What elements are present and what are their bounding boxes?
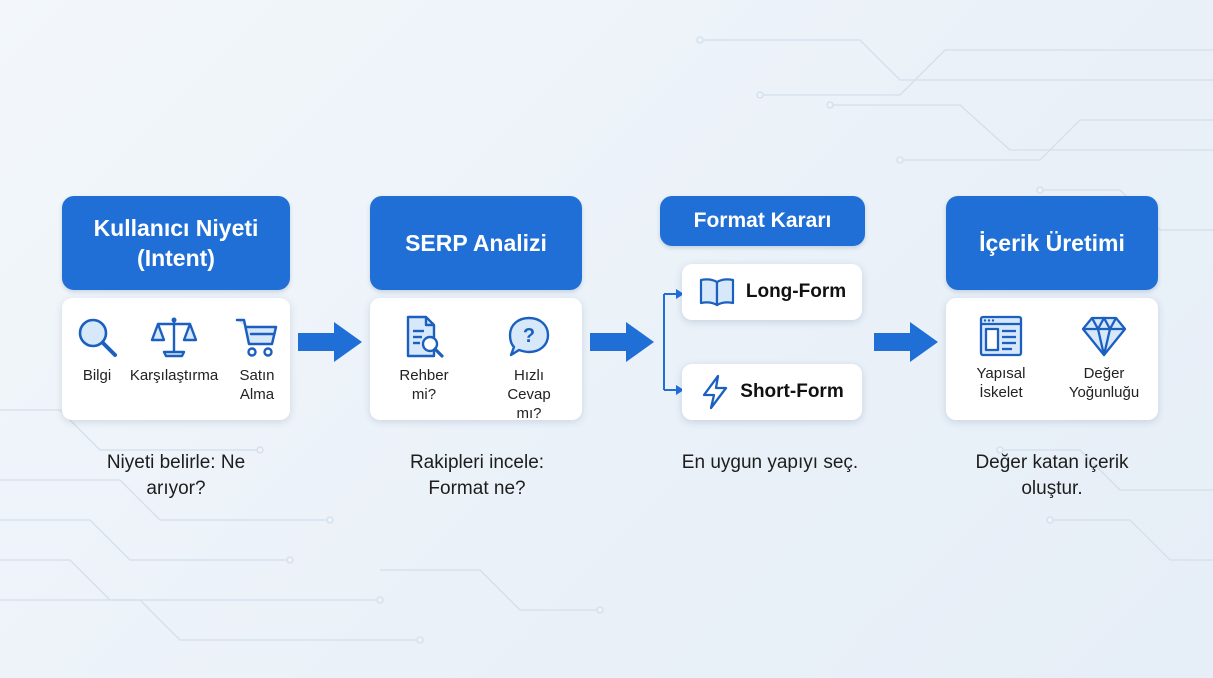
step-3-caption: En uygun yapıyı seç. xyxy=(681,452,859,473)
item-bilgi-label: Bilgi xyxy=(82,367,112,384)
step-1-title: Kullanıcı Niyeti (Intent) xyxy=(93,215,259,271)
step-2-card: Rehber mi? ? Hızlı Cevap mı? xyxy=(370,298,582,423)
branch-connector xyxy=(663,289,684,395)
item-hizli-cevap-label: Hızlı Cevap mı? xyxy=(507,367,551,422)
svg-text:?: ? xyxy=(523,325,535,347)
layout-icon xyxy=(979,315,1023,357)
question-bubble-icon: ? xyxy=(508,316,550,357)
step-3-title: Format Kararı xyxy=(693,209,832,232)
step-1-card: Bilgi Karşılaştırma Satın Alma xyxy=(62,298,290,420)
flow-arrow-3 xyxy=(874,322,938,362)
step-4-card: Yapısal İskelet Değer Yoğunluğu xyxy=(946,298,1158,420)
option-long-form-label: Long-Form xyxy=(745,281,847,302)
item-karsilastirma: Karşılaştırma xyxy=(120,314,228,385)
item-deger-yogunlugu: Değer Yoğunluğu xyxy=(1056,314,1152,402)
flow-arrow-2 xyxy=(590,322,654,362)
shopping-cart-icon xyxy=(235,318,278,357)
item-deger-yogunlugu-label: Değer Yoğunluğu xyxy=(1068,365,1140,401)
step-1-caption: Niyeti belirle: Ne arıyor? xyxy=(106,452,246,499)
item-satin-alma-label: Satın Alma xyxy=(239,367,275,403)
diamond-icon xyxy=(1081,316,1127,357)
option-short-form: Short-Form xyxy=(682,364,862,420)
option-short-form-label: Short-Form xyxy=(740,381,844,402)
step-4-title: İçerik Üretimi xyxy=(979,230,1125,256)
item-yapisal-iskelet: Yapısal İskelet xyxy=(956,314,1046,402)
balance-scale-icon xyxy=(150,317,198,358)
item-bilgi: Bilgi xyxy=(66,314,128,385)
open-book-icon xyxy=(699,278,734,307)
item-hizli-cevap: ? Hızlı Cevap mı? xyxy=(484,314,574,423)
step-3-header: Format Kararı xyxy=(660,196,865,246)
step-4-caption: Değer katan içerik oluştur. xyxy=(975,452,1129,499)
document-search-icon xyxy=(406,315,444,358)
item-karsilastirma-label: Karşılaştırma xyxy=(129,367,219,384)
lightning-icon xyxy=(703,374,728,410)
item-rehber-label: Rehber mi? xyxy=(399,367,449,403)
step-1-header: Kullanıcı Niyeti (Intent) xyxy=(62,196,290,290)
step-4-header: İçerik Üretimi xyxy=(946,196,1158,290)
item-rehber: Rehber mi? xyxy=(384,314,464,404)
step-2-title: SERP Analizi xyxy=(405,230,547,256)
flow-arrow-1 xyxy=(298,322,362,362)
magnifier-icon xyxy=(78,318,117,357)
step-2-caption: Rakipleri incele: Format ne? xyxy=(409,452,545,499)
step-2-header: SERP Analizi xyxy=(370,196,582,290)
item-yapisal-iskelet-label: Yapısal İskelet xyxy=(976,365,1026,401)
option-long-form: Long-Form xyxy=(682,264,862,320)
item-satin-alma: Satın Alma xyxy=(228,314,286,404)
